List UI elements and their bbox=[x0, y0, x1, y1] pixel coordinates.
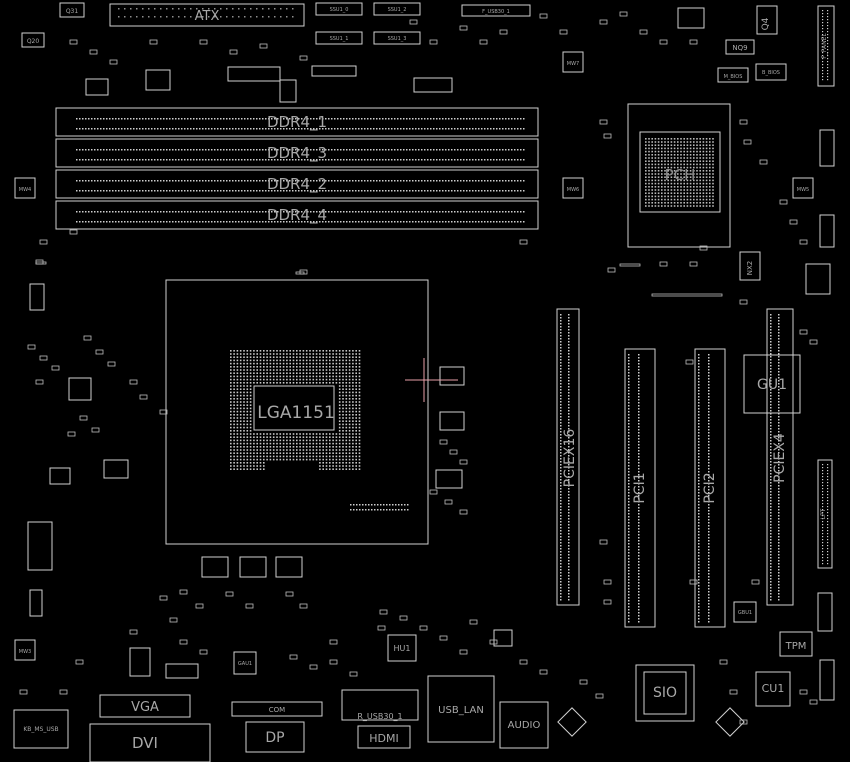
cu1-chip bbox=[755, 671, 791, 707]
dp-label: DP bbox=[265, 730, 284, 746]
nx2-label: NX2 bbox=[746, 261, 754, 276]
cpu-socket bbox=[165, 279, 429, 545]
ddr4-1-label: DDR4_1 bbox=[267, 113, 327, 132]
mw-label-5: MW3 bbox=[19, 649, 31, 655]
f-panel-header bbox=[817, 5, 835, 87]
cpu-socket-core bbox=[253, 385, 335, 431]
vga-port bbox=[99, 694, 191, 718]
com-header bbox=[231, 701, 323, 717]
ss-ic1-label: SSU1_0 bbox=[330, 7, 349, 13]
pci2-slot bbox=[694, 348, 726, 628]
q31-label: Q31 bbox=[66, 8, 79, 15]
ddr4-1-slot bbox=[55, 107, 539, 137]
nq9-label: NQ9 bbox=[732, 44, 747, 52]
mw-label-1: MW7 bbox=[567, 61, 579, 67]
cpu-socket-label: LGA1151 bbox=[257, 403, 335, 423]
pch-label: PCH bbox=[665, 166, 696, 184]
probe-crosshair bbox=[405, 358, 458, 402]
gu1-label: GU1 bbox=[757, 377, 787, 393]
pch-chip bbox=[639, 131, 721, 213]
f-panel-label: F_PANEL bbox=[821, 33, 828, 59]
kb-ms-usb-label: KB_MS_USB bbox=[23, 726, 58, 733]
ss-ic3-label: SSU1_1 bbox=[330, 36, 349, 42]
usb-lan-label: USB_LAN bbox=[438, 705, 484, 716]
sio-label: SIO bbox=[653, 685, 677, 701]
ddr4-4-slot bbox=[55, 200, 539, 230]
ddr4-3-slot bbox=[55, 138, 539, 168]
hdmi-port bbox=[357, 725, 411, 749]
pciex16-slot bbox=[556, 308, 580, 606]
sio-chip bbox=[635, 664, 695, 722]
ddr4-3-label: DDR4_3 bbox=[267, 144, 327, 163]
tpm-label: TPM bbox=[785, 641, 807, 652]
gbu1-label: GBU1 bbox=[738, 610, 752, 616]
lpt-header bbox=[817, 459, 833, 569]
audio-label: AUDIO bbox=[508, 720, 541, 731]
mw-label-2: MW4 bbox=[19, 187, 31, 193]
dvi-label: DVI bbox=[132, 734, 158, 752]
audio-port bbox=[499, 701, 549, 749]
pciex4-slot bbox=[766, 308, 794, 606]
component-outlines bbox=[13, 2, 835, 762]
mw-label-3: MW6 bbox=[567, 187, 579, 193]
vga-label: VGA bbox=[131, 700, 159, 715]
ddr4-4-label: DDR4_4 bbox=[267, 206, 327, 225]
gu1-chip bbox=[743, 354, 801, 414]
lpt-label: LPT bbox=[820, 508, 827, 519]
tpm-header bbox=[779, 631, 813, 657]
pin-arrays bbox=[19, 8, 829, 725]
m-bios-label: M_BIOS bbox=[724, 74, 743, 80]
hdmi-label: HDMI bbox=[369, 732, 398, 745]
b-bios-label: B_BIOS bbox=[762, 70, 780, 76]
pch-area bbox=[627, 103, 731, 248]
ss-ic4-label: SSU1_3 bbox=[388, 36, 407, 42]
q4-label: Q4 bbox=[761, 17, 771, 30]
pciex4-label: PCIEX4 bbox=[772, 433, 788, 483]
r-usb30-label: R_USB30_1 bbox=[357, 712, 402, 721]
q20-label: Q20 bbox=[27, 38, 40, 45]
cu1-label: CU1 bbox=[762, 682, 785, 695]
hu1-label: HU1 bbox=[394, 644, 411, 653]
pci2-label: PCI2 bbox=[702, 472, 718, 503]
atx-connector bbox=[109, 3, 305, 27]
pciex16-label: PCIEX16 bbox=[562, 429, 578, 488]
kb-ms-usb-port bbox=[13, 709, 69, 749]
mw-label-4: MW5 bbox=[797, 187, 809, 193]
ddr4-2-label: DDR4_2 bbox=[267, 175, 327, 194]
ss-ic2-label: SSU1_2 bbox=[388, 7, 407, 13]
pci1-label: PCI1 bbox=[632, 472, 648, 503]
pci1-slot bbox=[624, 348, 656, 628]
ddr4-2-slot bbox=[55, 169, 539, 199]
dvi-port bbox=[89, 723, 211, 762]
r-usb30-header bbox=[341, 689, 419, 721]
gau1-label: GAU1 bbox=[238, 661, 252, 667]
usb-lan-port bbox=[427, 675, 495, 743]
f-usb30-label: F_USB30_1 bbox=[482, 9, 510, 15]
atx-label: ATX bbox=[195, 9, 220, 24]
com-label: COM bbox=[269, 706, 285, 714]
dp-port bbox=[245, 721, 305, 753]
